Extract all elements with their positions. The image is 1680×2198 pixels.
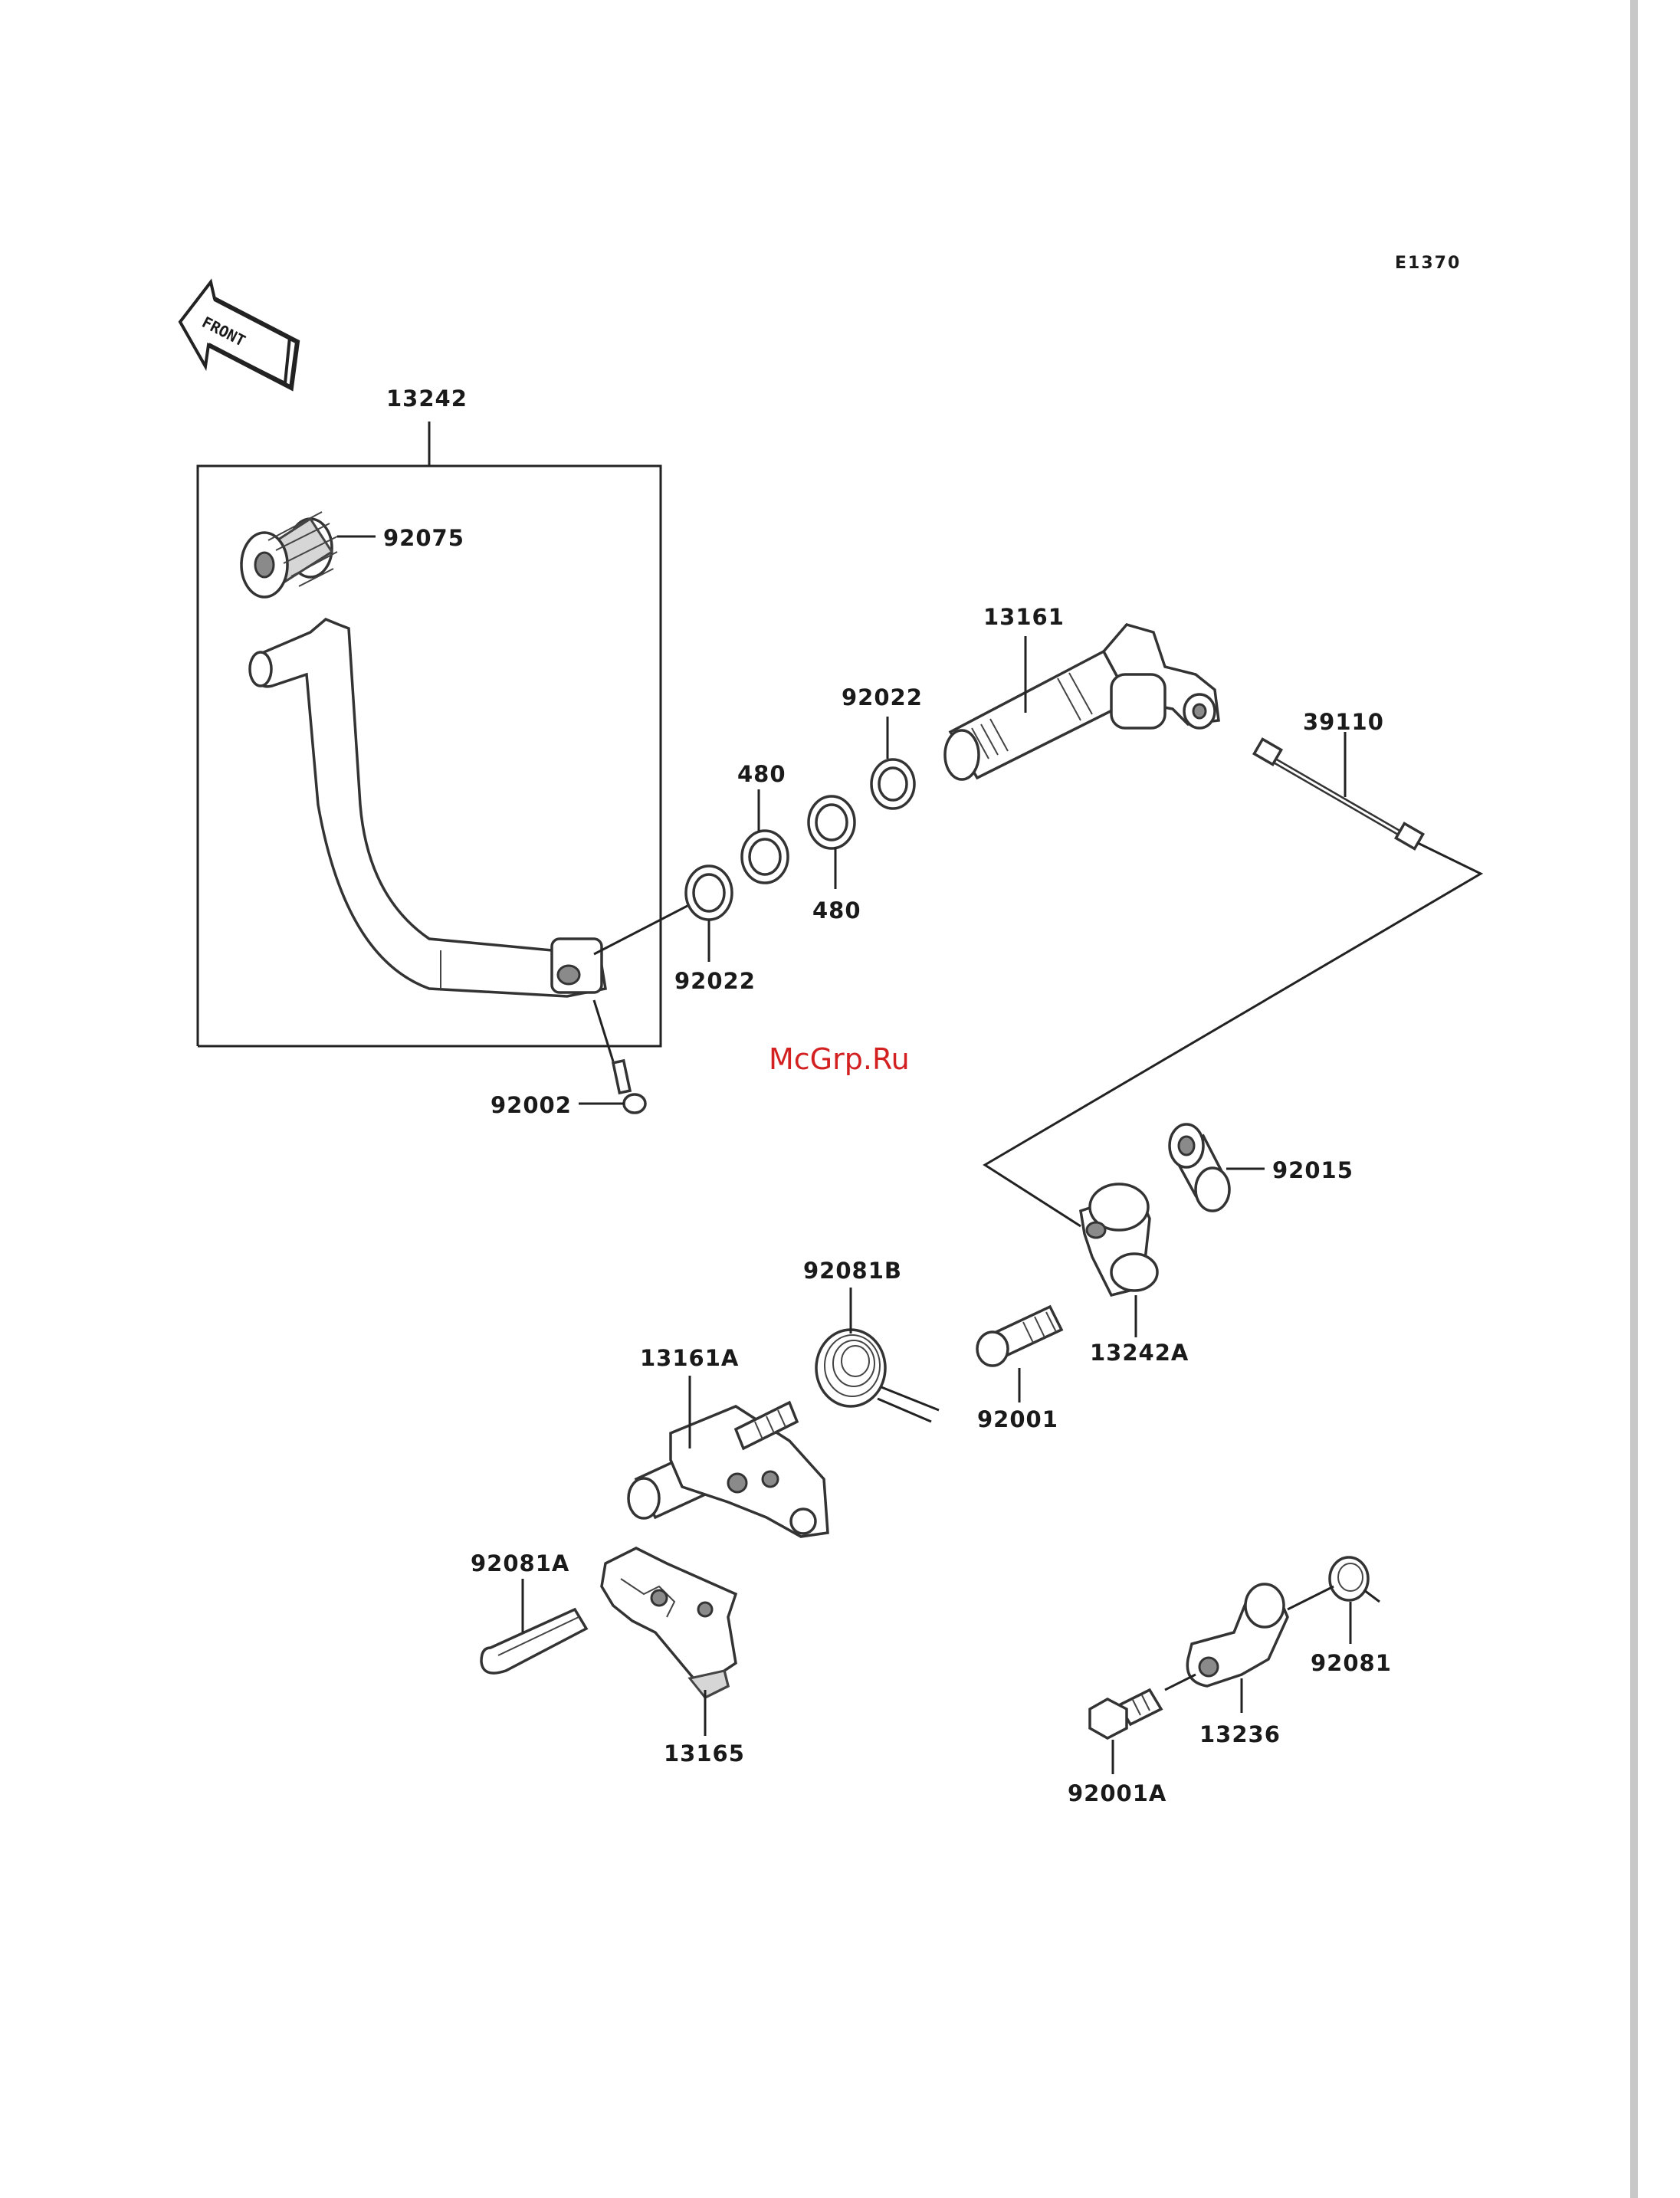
label-92001A: 92001A [1068, 1780, 1166, 1806]
label-13242A: 13242A [1090, 1340, 1189, 1366]
pedal-rubber-92075 [241, 512, 337, 597]
diagram-code: E1370 [1395, 254, 1461, 273]
label-480-bottom: 480 [812, 897, 861, 923]
label-13165: 13165 [664, 1740, 745, 1767]
shift-arm-13242A [1081, 1184, 1157, 1295]
label-92022-top: 92022 [842, 684, 923, 710]
label-92081B: 92081B [803, 1258, 902, 1284]
label-92081A: 92081A [471, 1550, 569, 1576]
label-92015: 92015 [1272, 1157, 1354, 1183]
spring-92081 [1330, 1557, 1380, 1602]
washer-92022-bottom [686, 866, 732, 920]
label-92001: 92001 [977, 1406, 1058, 1432]
watermark: McGrp.Ru [769, 1042, 910, 1076]
stopper-arm-13236 [1187, 1584, 1288, 1686]
bolt-92001A [1090, 1690, 1161, 1738]
label-13242: 13242 [386, 385, 468, 412]
label-92075: 92075 [383, 525, 464, 551]
label-13161: 13161 [983, 604, 1065, 630]
shift-shaft-13161 [945, 625, 1219, 779]
circlip-480-top [742, 831, 788, 883]
label-92081: 92081 [1311, 1650, 1392, 1676]
bolt-92002 [594, 1000, 645, 1113]
shift-plate-13165 [602, 1548, 736, 1698]
spring-92081B [816, 1330, 939, 1422]
label-92022-bottom: 92022 [674, 968, 756, 994]
label-92002: 92002 [491, 1092, 572, 1118]
label-39110: 39110 [1303, 709, 1384, 735]
label-13236: 13236 [1199, 1721, 1281, 1747]
label-13161A: 13161A [640, 1345, 739, 1371]
circlip-480-bottom [809, 796, 855, 848]
shift-pedal [250, 619, 605, 996]
front-arrow-icon: FRONT [180, 282, 297, 388]
bushing-92015 [1170, 1124, 1229, 1211]
spring-92081A [481, 1609, 586, 1673]
shift-shaft-13161A [628, 1402, 828, 1537]
label-480-top: 480 [737, 761, 786, 787]
pin-92001 [977, 1307, 1061, 1366]
tie-rod-39110 [1254, 739, 1422, 848]
washer-92022-top [871, 759, 914, 809]
page-right-border [1630, 0, 1638, 2198]
